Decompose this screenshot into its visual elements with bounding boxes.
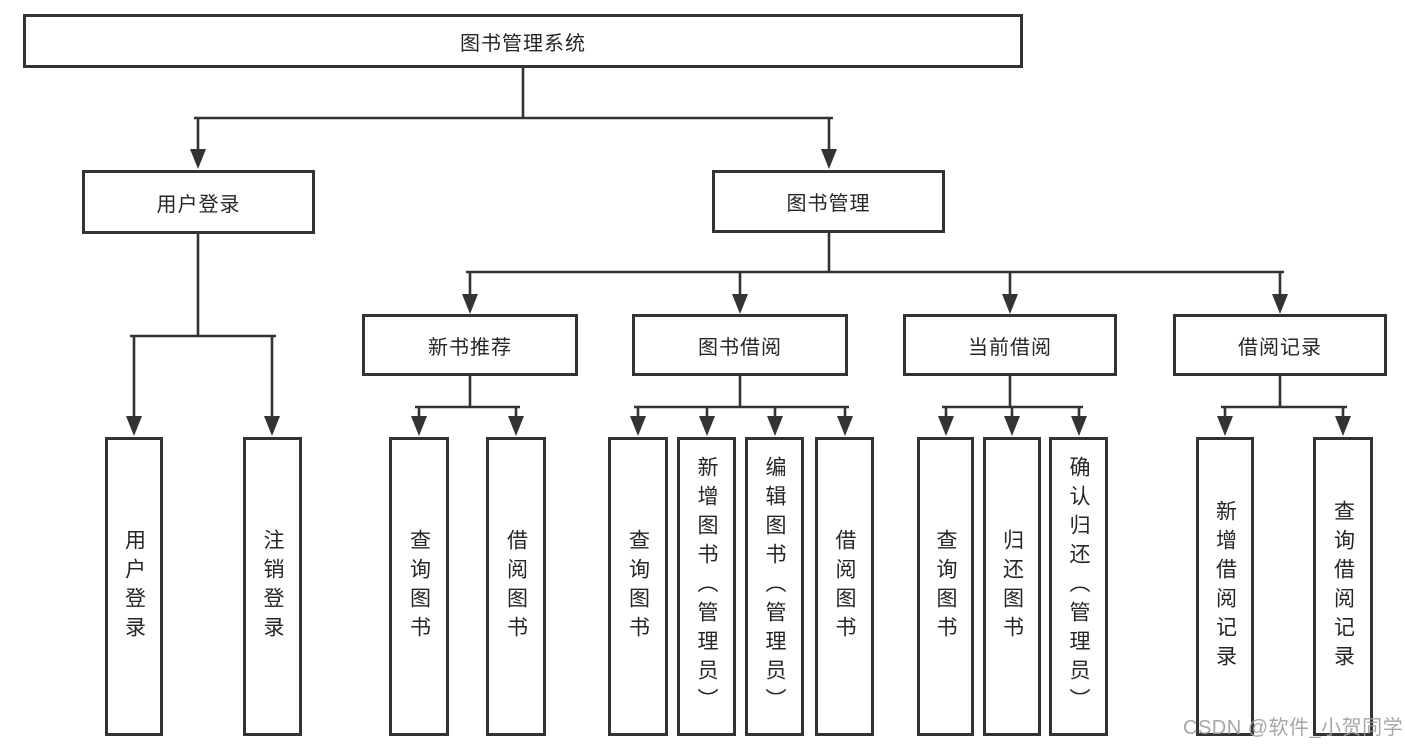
node-current-borrow: 当前借阅 [903,314,1117,376]
edge-user-login-children [126,234,280,436]
node-leaf-add-books-admin: 新增图书（管理员） [677,437,736,736]
node-leaf-edit-books-admin: 编辑图书（管理员） [745,437,804,736]
node-user-login: 用户登录 [82,170,315,234]
node-label: 图书借阅 [698,336,782,359]
node-label: 查询借阅记录 [1331,499,1355,674]
edge-borrow-children [630,376,853,436]
node-label: 新增图书（管理员） [695,456,718,717]
node-label: 用户登录 [122,528,146,645]
node-leaf-query-books-recommend: 查询图书 [389,437,449,736]
node-label: 查询图书 [934,528,957,645]
node-label: 图书管理系统 [460,32,586,55]
edge-root-to-level2 [190,68,837,169]
node-leaf-query-borrow-record: 查询借阅记录 [1313,437,1373,736]
node-label: 归还图书 [1000,528,1024,645]
node-label: 查询图书 [407,528,431,645]
node-leaf-borrow-books: 借阅图书 [815,437,874,736]
csdn-watermark: CSDN @软件_小贺同学 [1183,717,1404,739]
node-label: 借阅图书 [504,528,528,645]
node-leaf-return-books: 归还图书 [983,437,1041,736]
node-label: 编辑图书（管理员） [763,456,786,717]
edge-current-children [938,376,1087,436]
edge-recommend-children [411,376,524,436]
node-leaf-user-login: 用户登录 [105,437,163,736]
node-borrow-records: 借阅记录 [1173,314,1387,376]
node-leaf-logout: 注销登录 [243,437,302,736]
node-label: 用户登录 [156,193,241,216]
node-leaf-add-borrow-record: 新增借阅记录 [1196,437,1254,736]
node-label: 当前借阅 [968,336,1052,359]
node-label: 图书管理 [786,193,871,215]
node-book-borrow: 图书借阅 [632,314,848,376]
node-label: 借阅图书 [833,528,856,645]
node-leaf-confirm-return-admin: 确认归还（管理员） [1049,437,1108,736]
node-book-management: 图书管理 [712,170,945,233]
node-leaf-query-books-current: 查询图书 [917,437,974,736]
node-label: 借阅记录 [1238,336,1322,359]
node-leaf-borrow-books-recommend: 借阅图书 [486,437,546,736]
edge-book-management-children [462,233,1288,314]
node-new-book-recommend: 新书推荐 [362,314,578,376]
node-label: 新书推荐 [428,336,512,359]
edge-records-children [1217,376,1351,436]
node-label: 注销登录 [261,528,284,645]
node-label: 查询图书 [626,528,650,645]
node-label: 新增借阅记录 [1213,499,1237,674]
node-label: 确认归还（管理员） [1067,456,1090,717]
node-leaf-query-books-borrow: 查询图书 [608,437,668,736]
node-root: 图书管理系统 [23,14,1023,68]
